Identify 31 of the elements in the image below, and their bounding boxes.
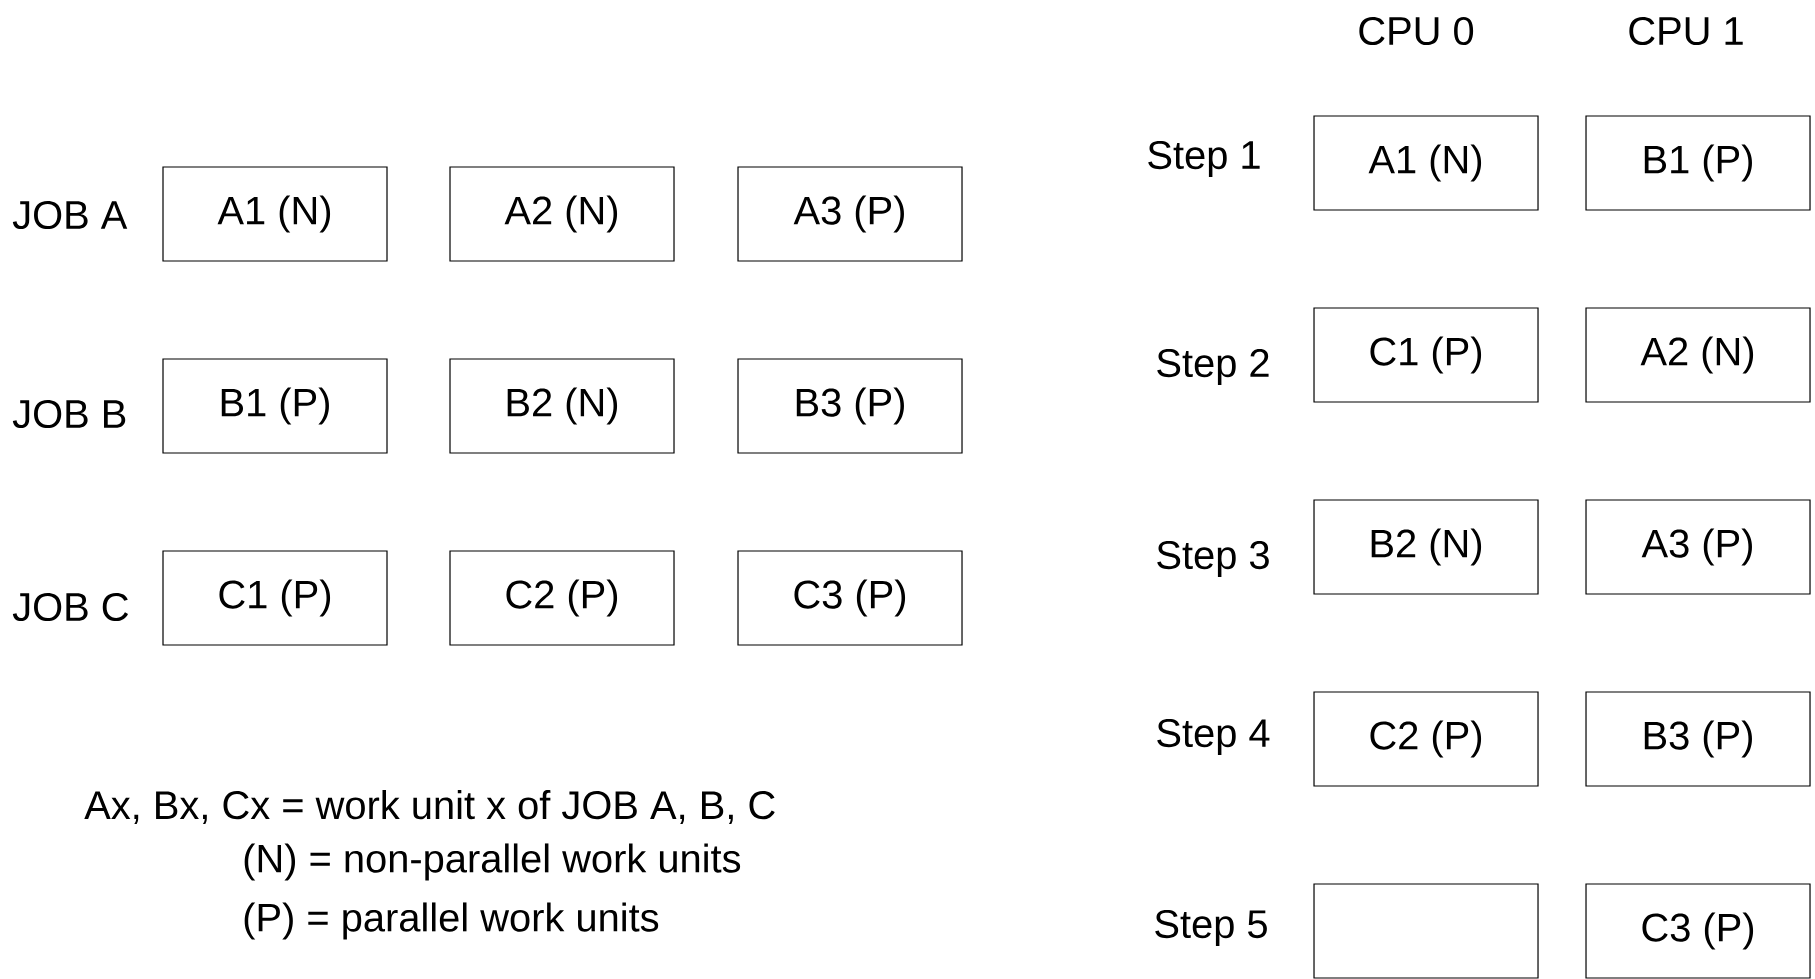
label-text: (N) = non-parallel work units xyxy=(244,843,741,881)
job-box: B1 (P) xyxy=(162,358,388,454)
job-box: B3 (P) xyxy=(737,358,963,454)
label-text: Step 4 xyxy=(1157,718,1270,756)
job-box: C2 (P) xyxy=(449,550,675,646)
job-box: B1 (P) xyxy=(1585,115,1811,211)
label-text: Step 5 xyxy=(1155,909,1267,947)
job-box: A2 (N) xyxy=(449,166,675,262)
job-box: A3 (P) xyxy=(737,166,963,262)
label-text: CPU 0 xyxy=(1359,16,1474,46)
label-text: Ax, Bx, Cx = work unit x of JOB A, B, C xyxy=(84,790,775,824)
label-text: Step 2 xyxy=(1157,348,1269,386)
label-text: Step 3 xyxy=(1157,540,1269,578)
label-text: Step 1 xyxy=(1148,140,1260,178)
job-box: B2 (N) xyxy=(449,358,675,454)
job-box: A2 (N) xyxy=(1585,307,1811,403)
job-box: B3 (P) xyxy=(1585,691,1811,787)
job-box: C3 (P) xyxy=(737,550,963,646)
job-box: A1 (N) xyxy=(1313,115,1539,211)
job-box: C3 (P) xyxy=(1585,883,1811,979)
job-box: C2 (P) xyxy=(1313,691,1539,787)
label-text: CPU 1 xyxy=(1629,16,1743,46)
job-box: C1 (P) xyxy=(162,550,388,646)
job-box: A3 (P) xyxy=(1585,499,1811,595)
job-box: B2 (N) xyxy=(1313,499,1539,595)
job-box: C1 (P) xyxy=(1313,307,1539,403)
empty-box xyxy=(1313,883,1539,979)
label-text: JOB A xyxy=(12,200,128,230)
label-text: JOB B xyxy=(12,399,126,429)
job-box: A1 (N) xyxy=(162,166,388,262)
label-text: (P) = parallel work units xyxy=(244,902,659,940)
